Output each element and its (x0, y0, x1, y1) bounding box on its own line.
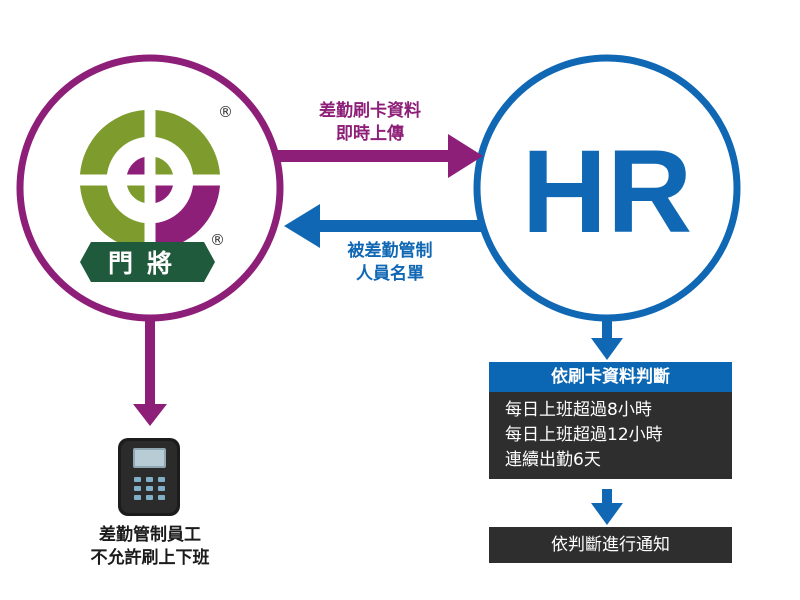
upload-label-line-2: 即時上傳 (336, 124, 404, 144)
device-caption-line-2: 不允許刷上下班 (90, 548, 210, 568)
controlled-list-label-line-1: 被差勤管制 (347, 241, 433, 261)
arrow-to-logo (284, 204, 483, 248)
arrow-to-device (133, 318, 167, 426)
controlled-list-label: 被差勤管制 人員名單 (310, 240, 470, 286)
controlled-list-label-line-2: 人員名單 (356, 264, 424, 284)
upload-label: 差勤刷卡資料 即時上傳 (290, 100, 450, 146)
logo-brand-text: 門將 (108, 249, 186, 278)
arrow-to-notify (591, 489, 623, 525)
company-logo-icon (80, 110, 220, 282)
registered-mark-top: ® (218, 103, 233, 121)
device-caption: 差勤管制員工 不允許刷上下班 (50, 524, 250, 570)
decision-box-header: 依刷卡資料判斷 (489, 362, 732, 392)
device-caption-line-1: 差勤管制員工 (99, 525, 201, 545)
upload-label-line-1: 差勤刷卡資料 (319, 101, 421, 121)
decision-item: 每日上班超過12小時 (505, 425, 663, 445)
decision-box: 依刷卡資料判斷 每日上班超過8小時 每日上班超過12小時 連續出勤6天 (489, 362, 732, 479)
notify-box: 依判斷進行通知 (489, 527, 732, 563)
registered-mark-bottom: ® (210, 231, 225, 249)
decision-item: 每日上班超過8小時 (505, 400, 652, 420)
decision-item: 連續出勤6天 (505, 450, 601, 470)
decision-box-body: 每日上班超過8小時 每日上班超過12小時 連續出勤6天 (489, 392, 732, 479)
card-reader-icon (118, 438, 180, 516)
hr-label: HR (522, 126, 692, 258)
arrow-to-decision (591, 318, 623, 360)
arrow-to-hr (276, 134, 483, 178)
